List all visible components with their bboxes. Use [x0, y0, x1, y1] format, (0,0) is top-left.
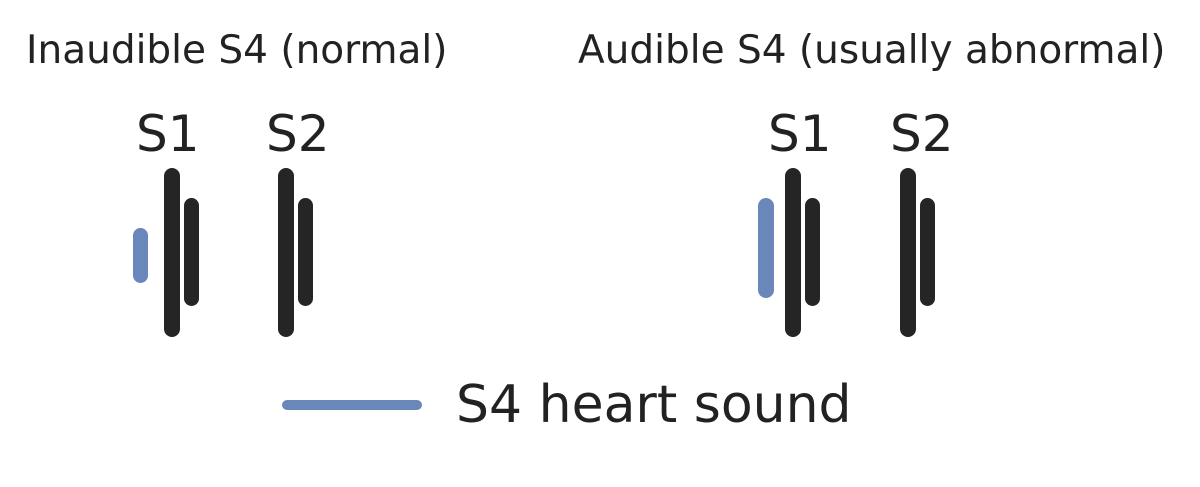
- right-s2-label: S2: [890, 105, 954, 163]
- left-s2-main-bar: [278, 168, 294, 337]
- legend-label: S4 heart sound: [456, 375, 852, 435]
- left-s2-secondary-bar: [298, 198, 313, 306]
- left-s4-bar: [133, 228, 148, 283]
- left-panel-title: Inaudible S4 (normal): [26, 28, 448, 73]
- right-s2-main-bar: [900, 168, 916, 337]
- right-s1-secondary-bar: [805, 198, 820, 306]
- right-panel-title: Audible S4 (usually abnormal): [578, 28, 1166, 73]
- right-s2-secondary-bar: [920, 198, 935, 306]
- right-s1-main-bar: [785, 168, 801, 337]
- right-s1-label: S1: [768, 105, 832, 163]
- left-s2-label: S2: [266, 105, 330, 163]
- left-s1-label: S1: [136, 105, 200, 163]
- left-s1-main-bar: [164, 168, 180, 337]
- left-s1-secondary-bar: [184, 198, 199, 306]
- right-s4-bar: [758, 198, 774, 298]
- legend-swatch: [282, 400, 422, 410]
